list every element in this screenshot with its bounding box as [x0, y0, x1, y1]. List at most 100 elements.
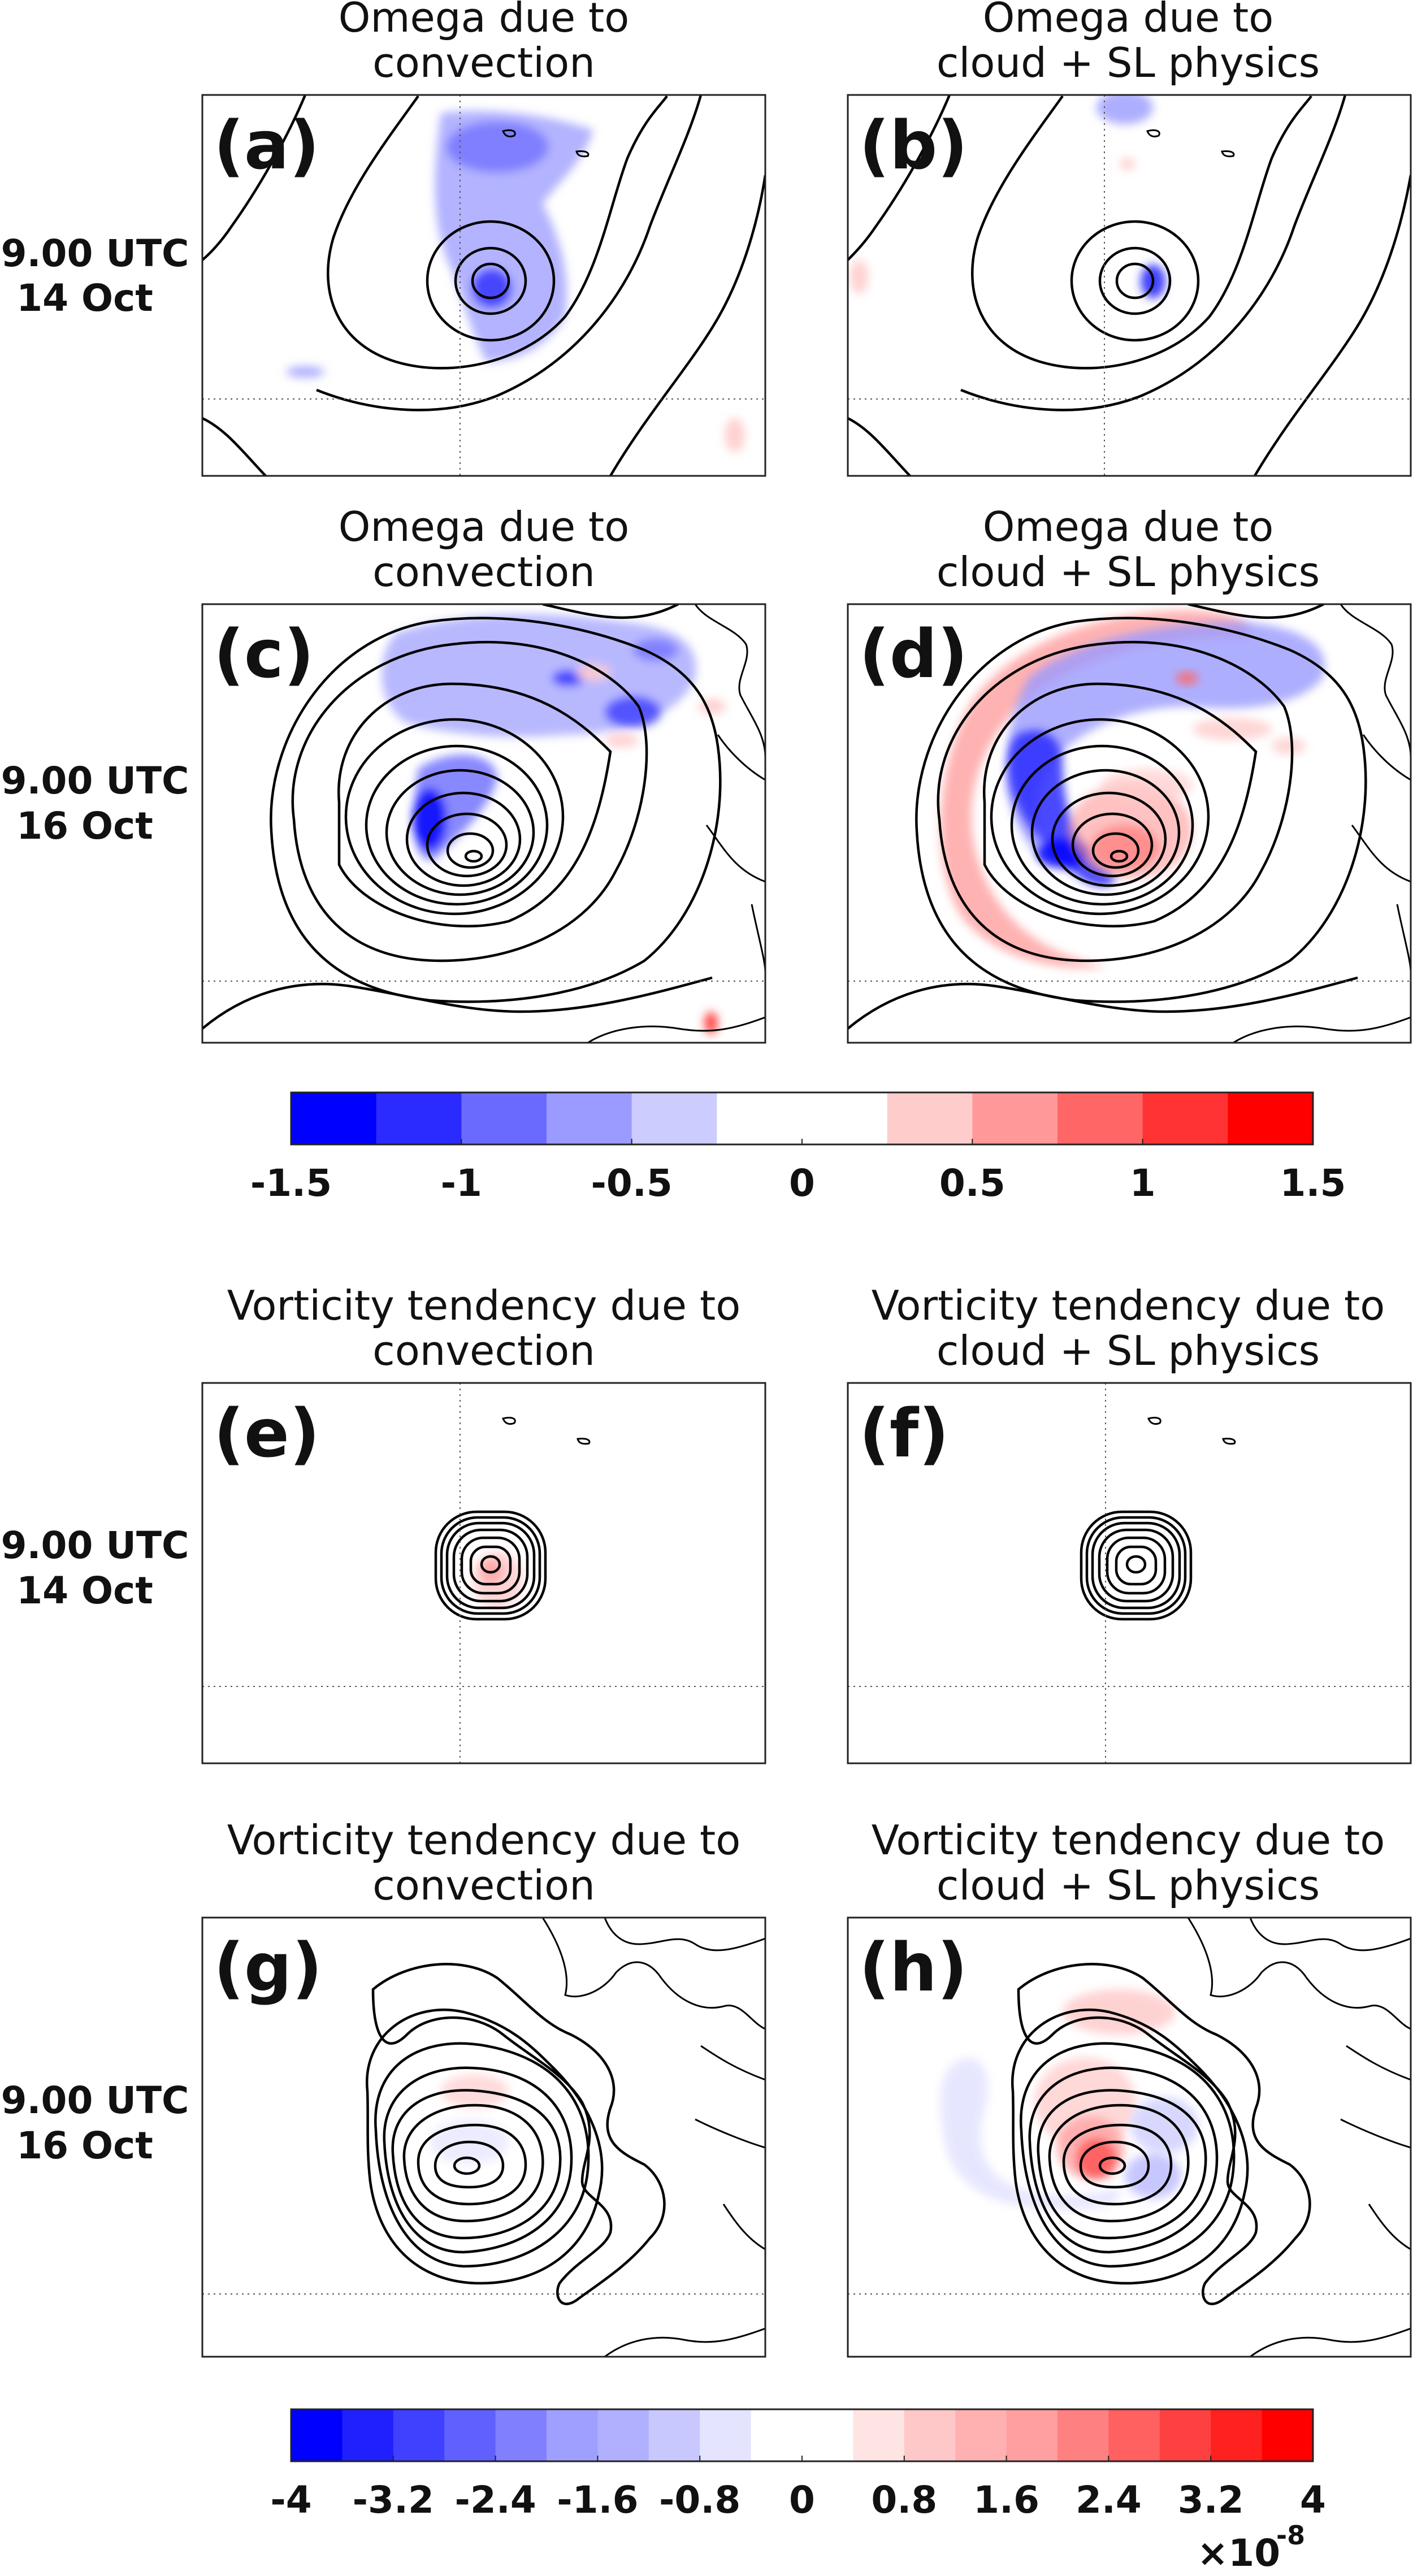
colorbar-omega-segment [802, 1092, 888, 1144]
panel-a-coast-fragments [502, 129, 590, 158]
colorbar-omega-tick-label: 1 [1130, 1161, 1156, 1205]
colorbar-omega-segment [291, 1092, 377, 1144]
colorbar-omega-tick-label: 0.5 [939, 1161, 1005, 1205]
colorbar-omega-segment [717, 1092, 803, 1144]
panel-h-label: (h) [859, 1928, 968, 2006]
colorbar-multiplier-exponent: -8 [1276, 2520, 1305, 2551]
colorbar-vorticity-tick-label: -2.4 [454, 2478, 536, 2522]
title-b-line1: Omega due to [983, 0, 1274, 41]
panel-a-label: (a) [214, 106, 320, 184]
panel-b-frame [847, 94, 1412, 477]
row-label-3-line1: 9.00 UTC [1, 1524, 189, 1567]
title-e-line2: convection [372, 1327, 595, 1374]
colorbar-omega-segment [972, 1092, 1058, 1144]
colorbar-vorticity-segment [547, 2409, 598, 2461]
colorbar-vorticity-segment [700, 2409, 752, 2461]
title-a-line2: convection [372, 39, 595, 86]
colorbar-omega-segment [1057, 1092, 1143, 1144]
row-label-2-line1: 9.00 UTC [1, 759, 189, 803]
panel-h-coastline [1187, 1918, 1411, 2357]
colorbar-omega-tick-label: -1.5 [250, 1161, 332, 1205]
title-g-line2: convection [372, 1862, 595, 1909]
colorbar-vorticity-segment [1159, 2409, 1211, 2461]
panel-b-label: (b) [859, 106, 968, 184]
colorbar-vorticity-segment [1108, 2409, 1160, 2461]
colorbar-vorticity-tick-label: -3.2 [353, 2478, 434, 2522]
panel-d-contours [848, 604, 1367, 1030]
colorbar-vorticity-segment [802, 2409, 853, 2461]
panel-a: (a) [201, 94, 766, 477]
colorbar-vorticity-tick-label: -4 [270, 2478, 311, 2522]
colorbar-vorticity-segment [648, 2409, 700, 2461]
row-label-3-line2: 14 Oct [16, 1569, 153, 1612]
panel-e-contours [434, 1510, 547, 1621]
panel-h-contours [1011, 1963, 1311, 2305]
colorbar-vorticity-tick-label: 3.2 [1178, 2478, 1244, 2522]
panel-c-label: (c) [214, 615, 314, 693]
panel-g: (g) [201, 1916, 766, 2358]
colorbar-omega-segment [547, 1092, 632, 1144]
panel-h: (h) [847, 1916, 1412, 2358]
colorbar-multiplier: ×10 [1197, 2531, 1280, 2575]
title-d-line1: Omega due to [983, 503, 1274, 550]
panel-f-background [848, 1383, 1411, 1763]
panel-e-label: (e) [214, 1394, 320, 1472]
panel-e-frame [201, 1382, 766, 1764]
colorbar-vorticity-tick-label: 0.8 [871, 2478, 937, 2522]
panel-g-coastline [541, 1918, 765, 2357]
panel-d: (d) [847, 603, 1412, 1044]
panel-a-frame [201, 94, 766, 477]
colorbar-vorticity-segment [1057, 2409, 1109, 2461]
panel-g-frame [201, 1916, 766, 2358]
title-d-line2: cloud + SL physics [937, 548, 1320, 596]
colorbar-omega-segment [1142, 1092, 1228, 1144]
panel-a-shading [286, 111, 745, 452]
colorbar-vorticity-segment [393, 2409, 445, 2461]
colorbar-vorticity-segment [597, 2409, 649, 2461]
colorbar-vorticity-segment [342, 2409, 394, 2461]
row-label-1-line2: 14 Oct [16, 276, 153, 320]
row-label-1-line1: 9.00 UTC [1, 232, 189, 275]
panel-c-contours [202, 604, 722, 1030]
panel-c-coastline [587, 604, 765, 1043]
title-a-line1: Omega due to [339, 0, 630, 41]
panel-e-coast-fragments [502, 1416, 591, 1445]
panel-f-frame [847, 1382, 1412, 1764]
row-label-4-line2: 16 Oct [16, 2124, 153, 2167]
colorbar-omega-tick-label: 0 [789, 1161, 815, 1205]
colorbar-omega-segment [1228, 1092, 1314, 1144]
panel-c-frame [201, 603, 766, 1044]
colorbar-vorticity-segment [291, 2409, 343, 2461]
title-f-line1: Vorticity tendency due to [872, 1282, 1385, 1329]
colorbar-vorticity-segment [1262, 2409, 1314, 2461]
colorbar-omega-segment [376, 1092, 462, 1144]
colorbar-vorticity-segment [1211, 2409, 1263, 2461]
panel-b-contours [848, 95, 1411, 476]
title-c-line1: Omega due to [339, 503, 630, 550]
panel-e: (e) [201, 1382, 766, 1764]
colorbar-vorticity-tick-label: 2.4 [1076, 2478, 1142, 2522]
colorbar-vorticity-segment [955, 2409, 1007, 2461]
panel-g-label: (g) [214, 1928, 322, 2006]
title-g-line1: Vorticity tendency due to [227, 1816, 741, 1864]
panel-d-label: (d) [859, 615, 968, 693]
panel-c: (c) [201, 603, 766, 1044]
panel-h-frame [847, 1916, 1412, 2358]
colorbar-vorticity-tick-label: 1.6 [973, 2478, 1039, 2522]
colorbar-omega-segment [887, 1092, 973, 1144]
colorbar-vorticity-tick-label: 0 [789, 2478, 815, 2522]
colorbar-omega-segment [461, 1092, 547, 1144]
colorbar-vorticity-segment [853, 2409, 905, 2461]
colorbar-omega-tick-label: -1 [441, 1161, 482, 1205]
panel-g-contours [365, 1963, 666, 2305]
colorbar-vorticity-segment [495, 2409, 547, 2461]
title-f-line2: cloud + SL physics [937, 1327, 1320, 1374]
panel-a-contours [202, 95, 765, 476]
colorbar-omega-tick-label: -0.5 [591, 1161, 673, 1205]
title-h-line2: cloud + SL physics [937, 1862, 1320, 1909]
title-e-line1: Vorticity tendency due to [227, 1282, 741, 1329]
colorbar-vorticity-tick-label: -1.6 [557, 2478, 638, 2522]
